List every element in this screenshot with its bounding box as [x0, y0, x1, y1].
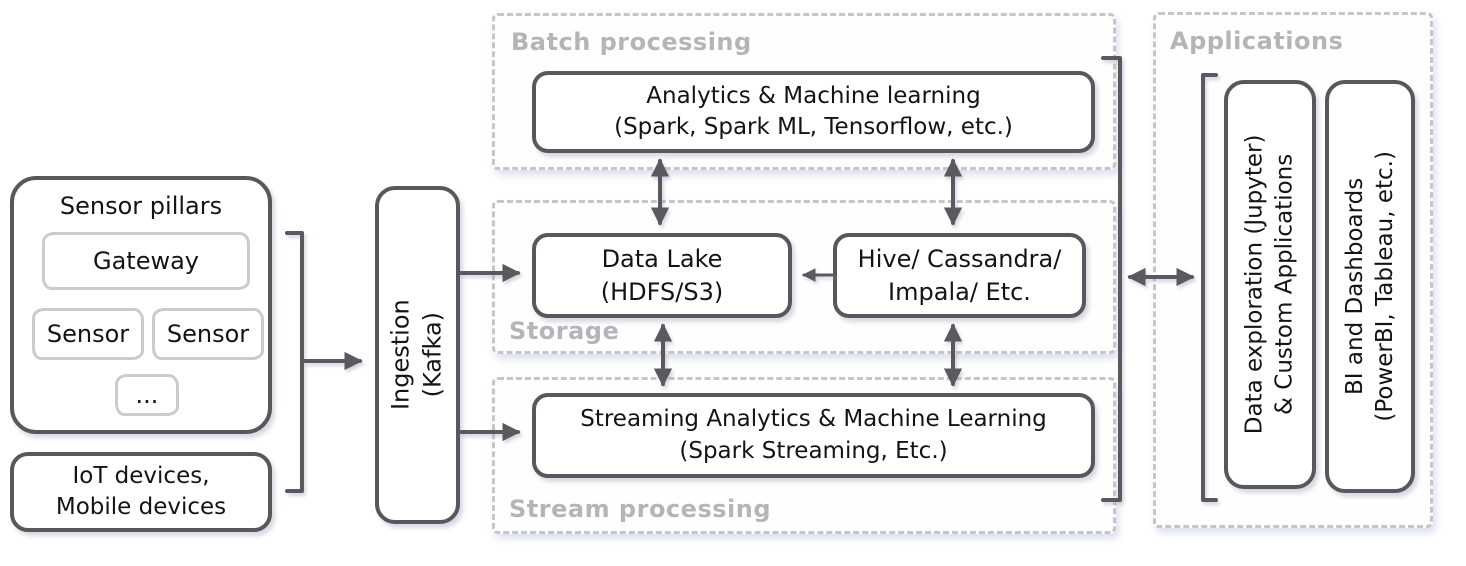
- streaming-ml-line2: (Spark Streaming, Etc.): [679, 437, 948, 464]
- sources-bracket: [285, 231, 304, 493]
- stream-processing-label: Stream processing: [509, 495, 771, 523]
- warehouses-box: Hive/ Cassandra/ Impala/ Etc.: [833, 233, 1086, 318]
- ingestion-box: Ingestion (Kafka): [375, 186, 460, 524]
- iot-devices-line2: Mobile devices: [55, 494, 227, 520]
- storage-label: Storage: [509, 317, 620, 345]
- bi-dashboards-line2: (PowerBI, Tableau, etc.): [1372, 151, 1399, 422]
- data-lake-line1: Data Lake: [601, 244, 723, 273]
- data-exploration-box: Data exploration (Jupyter) & Custom Appl…: [1224, 80, 1316, 489]
- iot-devices-line1: IoT devices,: [72, 462, 210, 489]
- analytics-ml-line1: Analytics & Machine learning: [646, 82, 981, 109]
- sensor-label-2: Sensor: [166, 319, 250, 348]
- sensor-box-2: Sensor: [152, 308, 264, 360]
- ingestion-line2: (Kafka): [418, 312, 447, 398]
- data-lake-line2: (HDFS/S3): [600, 277, 724, 306]
- sensor-label-1: Sensor: [46, 319, 130, 348]
- sensor-pillars-box: Sensor pillars Gateway Sensor Sensor ...: [10, 176, 272, 434]
- sensor-pillars-title: Sensor pillars: [59, 192, 223, 220]
- data-exploration-line1: Data exploration (Jupyter): [1241, 134, 1268, 435]
- applications-label: Applications: [1170, 27, 1344, 55]
- bi-dashboards-line1: BI and Dashboards: [1341, 177, 1368, 396]
- streaming-ml-box: Streaming Analytics & Machine Learning (…: [532, 393, 1095, 478]
- warehouses-line1: Hive/ Cassandra/: [857, 244, 1062, 273]
- gateway-box: Gateway: [42, 232, 250, 290]
- iot-devices-box: IoT devices, Mobile devices: [10, 452, 272, 532]
- batch-processing-label: Batch processing: [511, 28, 752, 56]
- data-exploration-line2: & Custom Applications: [1272, 153, 1298, 416]
- streaming-ml-line1: Streaming Analytics & Machine Learning: [580, 406, 1047, 433]
- bi-dashboards-box: BI and Dashboards (PowerBI, Tableau, etc…: [1325, 80, 1415, 493]
- ingestion-line1: Ingestion: [386, 299, 415, 411]
- data-lake-box: Data Lake (HDFS/S3): [532, 233, 792, 318]
- analytics-ml-box: Analytics & Machine learning (Spark, Spa…: [532, 71, 1095, 153]
- warehouses-line2: Impala/ Etc.: [888, 277, 1031, 306]
- gateway-label: Gateway: [92, 246, 200, 275]
- more-sensors-label: ...: [135, 380, 159, 409]
- analytics-ml-line2: (Spark, Spark ML, Tensorflow, etc.): [614, 114, 1013, 140]
- more-sensors-box: ...: [115, 374, 179, 416]
- sensor-box-1: Sensor: [32, 308, 144, 360]
